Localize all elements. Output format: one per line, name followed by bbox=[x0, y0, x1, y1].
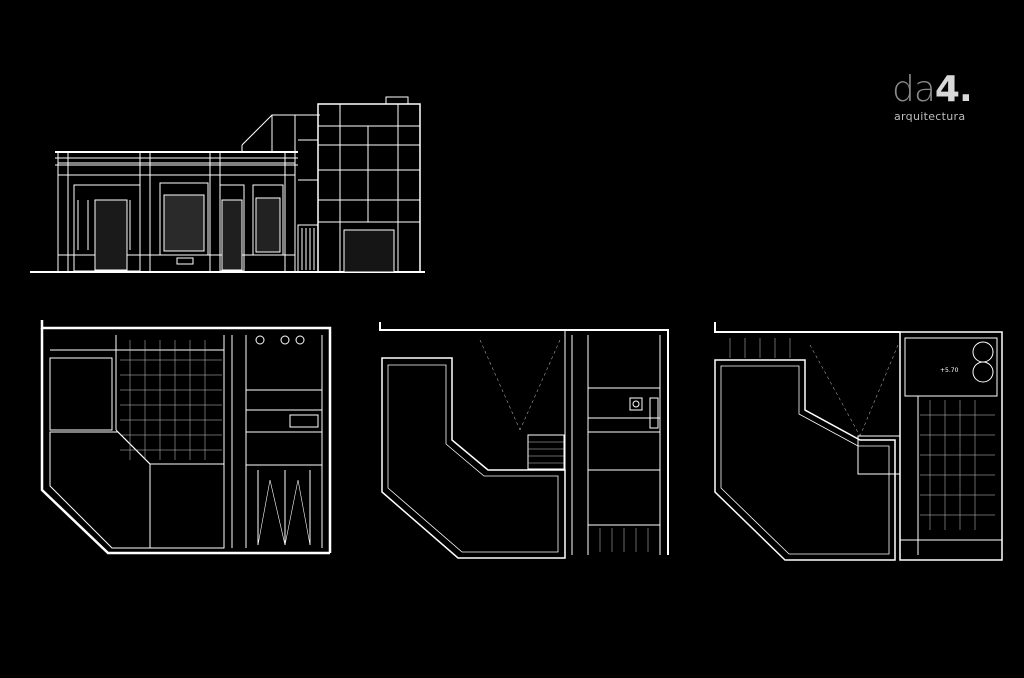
floor-plan-ground bbox=[42, 320, 330, 553]
level-label: +5.70 bbox=[940, 367, 959, 374]
logo-subtitle: arquitectura bbox=[894, 110, 966, 123]
floor-plan-roof: +5.70 bbox=[715, 322, 1002, 560]
logo-wordmark: da4. bbox=[892, 69, 973, 110]
brand-logo: da4. arquitectura bbox=[892, 70, 1002, 130]
logo-four: 4. bbox=[934, 69, 973, 110]
logo-da: da bbox=[892, 69, 936, 110]
facade-elevation bbox=[30, 97, 425, 272]
floor-plan-first bbox=[380, 322, 668, 558]
